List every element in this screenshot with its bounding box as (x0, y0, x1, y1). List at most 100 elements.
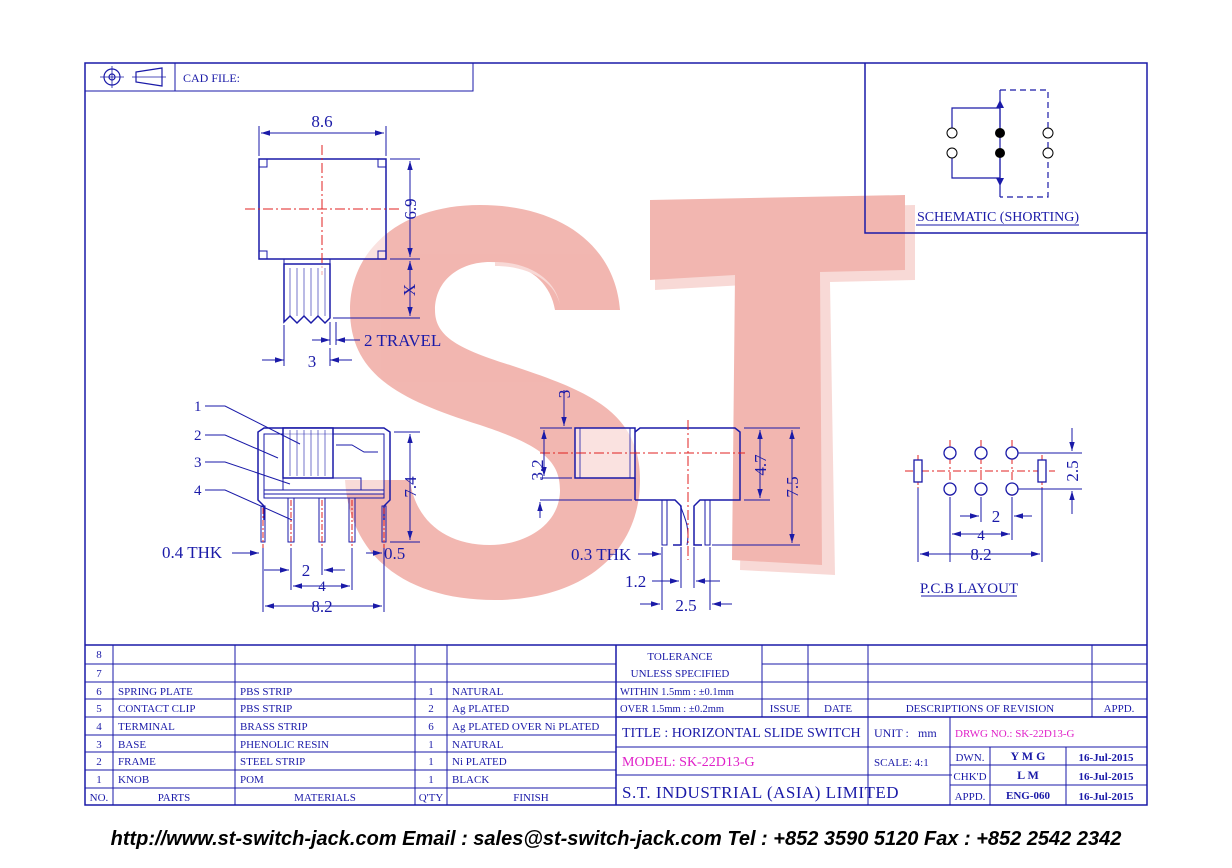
bom-row-no: 7 (96, 668, 102, 680)
bom-row-material: BRASS STRIP (240, 721, 308, 733)
dwn-date: 16-Jul-2015 (1079, 752, 1135, 764)
title-block-grid (85, 644, 1147, 805)
appd-label: APPD. (955, 791, 986, 803)
bom-row-qty: 1 (428, 739, 434, 751)
unit-value: mm (918, 726, 937, 740)
bom-row-part: TERMINAL (118, 721, 175, 733)
bom-row-finish: Ag PLATED (452, 703, 509, 715)
tolerance-over: OVER 1.5mm : ±0.2mm (620, 704, 724, 715)
bom-table: 8 7 6 SPRING PLATE PBS STRIP 1 NATURAL 5… (90, 649, 600, 804)
bom-row-part: CONTACT CLIP (118, 703, 195, 715)
side-pitch4-dim: 4 (318, 579, 326, 595)
title-block-text: TOLERANCE UNLESS SPECIFIED WITHIN 1.5mm … (620, 651, 1135, 803)
top-x-dim: X (400, 284, 419, 296)
revision-descriptions: DESCRIPTIONS OF REVISION (906, 703, 1055, 715)
tolerance-line2: UNLESS SPECIFIED (631, 668, 730, 680)
front-pin-pitch-dim: 2.5 (675, 596, 696, 615)
bom-row-material: PHENOLIC RESIN (240, 739, 329, 751)
front-view: 3 3.2 4.7 7.5 0.3 THK 1.2 2.5 (528, 390, 802, 615)
model-number: MODEL: SK-22D13-G (622, 755, 755, 770)
chkd-date: 16-Jul-2015 (1079, 771, 1135, 783)
bom-row-qty: 1 (428, 756, 434, 768)
bom-row-material: POM (240, 774, 264, 786)
unit-label: UNIT : (874, 726, 909, 740)
pcb-d4-dim: 4 (977, 528, 985, 544)
bom-row-finish: NATURAL (452, 739, 504, 751)
revision-appd: APPD. (1104, 703, 1135, 715)
side-thk-dim: 0.4 THK (162, 543, 223, 562)
bom-header-no: NO. (90, 792, 109, 804)
front-knob-h-dim: 3.2 (528, 459, 547, 480)
bom-row-part: KNOB (118, 774, 149, 786)
side-pitch2-dim: 2 (302, 561, 311, 580)
pcb-label: P.C.B LAYOUT (920, 581, 1018, 597)
front-body-h-dim: 4.7 (751, 454, 770, 476)
scale-value: SCALE: 4:1 (874, 757, 929, 769)
pcb-layout: 2.5 2 4 8.2 P.C.B LAYOUT (905, 428, 1082, 597)
bom-header-materials: MATERIALS (294, 792, 356, 804)
top-width-dim: 8.6 (311, 112, 332, 131)
chkd-name: L M (1017, 768, 1039, 782)
bom-header-qty: Q'TY (419, 792, 444, 804)
callout-1: 1 (194, 399, 202, 415)
bom-row-material: PBS STRIP (240, 703, 292, 715)
cad-file-label: CAD FILE: (183, 71, 240, 85)
front-knob-top-dim: 3 (555, 390, 574, 399)
tolerance-within: WITHIN 1.5mm : ±0.1mm (620, 687, 734, 698)
bom-row-material: STEEL STRIP (240, 756, 305, 768)
bom-row-qty: 2 (428, 703, 434, 715)
bom-row-no: 6 (96, 686, 102, 698)
bom-row-part: SPRING PLATE (118, 686, 193, 698)
appd-date: 16-Jul-2015 (1079, 791, 1135, 803)
schematic-label: SCHEMATIC (SHORTING) (917, 210, 1079, 225)
drawing-number: DRWG NO.: SK-22D13-G (955, 728, 1075, 740)
bom-row-no: 8 (96, 649, 102, 661)
front-pin-w-dim: 1.2 (625, 572, 646, 591)
top-knob-dim: 3 (308, 352, 317, 371)
bom-row-finish: BLACK (452, 774, 489, 786)
revision-issue: ISSUE (770, 703, 801, 715)
revision-date: DATE (824, 703, 852, 715)
bom-row-part: BASE (118, 739, 146, 751)
pcb-d2-dim: 2 (992, 507, 1001, 526)
bom-row-no: 3 (96, 739, 102, 751)
bom-row-finish: Ni PLATED (452, 756, 507, 768)
st-watermark-logo (345, 195, 915, 600)
appd-name: ENG-060 (1006, 790, 1051, 802)
pcb-v-dim: 2.5 (1063, 460, 1082, 481)
bom-row-part: FRAME (118, 756, 156, 768)
bom-row-qty: 1 (428, 774, 434, 786)
contact-footer: http://www.st-switch-jack.com Email : sa… (110, 828, 1122, 850)
callout-3: 3 (194, 455, 202, 471)
pcb-d82-dim: 8.2 (970, 545, 991, 564)
front-thk-dim: 0.3 THK (571, 545, 632, 564)
side-width-dim: 8.2 (311, 597, 332, 616)
bom-header-parts: PARTS (158, 792, 191, 804)
top-height-dim: 6.9 (401, 198, 420, 219)
header-cad-file: CAD FILE: (85, 63, 474, 92)
bom-row-qty: 6 (428, 721, 434, 733)
bom-row-finish: Ag PLATED OVER Ni PLATED (452, 721, 599, 733)
side-pin-dim: 0.5 (384, 544, 405, 563)
bom-row-no: 5 (96, 703, 102, 715)
bom-row-material: PBS STRIP (240, 686, 292, 698)
bom-row-no: 1 (96, 774, 102, 786)
side-height-dim: 7.4 (401, 476, 420, 498)
side-view: 1 2 3 4 7.4 0.4 THK 0.5 2 4 8.2 (162, 399, 420, 616)
top-view: 8.6 6.9 X 2 TRAVEL 3 (245, 112, 441, 371)
bom-header-finish: FINISH (513, 792, 549, 804)
dwn-label: DWN. (955, 752, 984, 764)
drawing-title: TITLE : HORIZONTAL SLIDE SWITCH (622, 726, 861, 741)
chkd-label: CHK'D (953, 771, 986, 783)
bom-row-finish: NATURAL (452, 686, 504, 698)
dwn-name: Y M G (1011, 749, 1046, 763)
front-total-h-dim: 7.5 (783, 476, 802, 497)
bom-row-no: 4 (96, 721, 102, 733)
tolerance-line1: TOLERANCE (647, 651, 712, 663)
projection-symbol-icon (100, 66, 166, 88)
bom-row-no: 2 (96, 756, 102, 768)
schematic-section: SCHEMATIC (SHORTING) (864, 63, 1147, 234)
callout-4: 4 (194, 483, 202, 499)
company-name: S.T. INDUSTRIAL (ASIA) LIMITED (622, 783, 899, 802)
